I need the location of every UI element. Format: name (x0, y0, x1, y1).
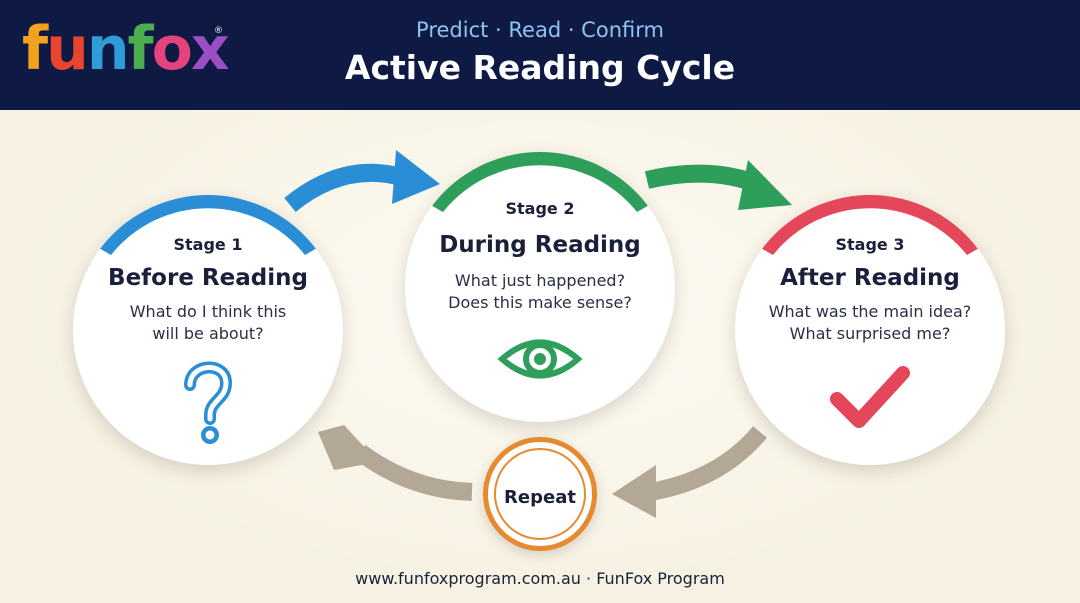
stage-3-card: Stage 3 After Reading What was the main … (735, 195, 1005, 465)
footer-credit: www.funfoxprogram.com.au · FunFox Progra… (355, 569, 725, 588)
arrow-stage1-to-stage2 (284, 163, 408, 213)
arrowhead-stage1-to-stage2 (392, 150, 440, 204)
registered-mark: ® (214, 26, 223, 36)
stage-3-question-line-2: What surprised me? (789, 324, 951, 343)
repeat-inner-ring (494, 448, 586, 540)
stage-1-title: Before Reading (108, 265, 308, 291)
logo-letter: n (86, 14, 130, 84)
logo-letter: o (151, 14, 193, 84)
arrow-stage3-to-repeat (648, 426, 767, 501)
stage-2-cap (429, 152, 651, 212)
header-banner: funfox ® Predict · Read · Confirm Active… (0, 0, 1080, 110)
stage-3-question-line-1: What was the main idea? (768, 302, 972, 321)
checkmark-icon (830, 366, 910, 428)
logo-letter: f (127, 14, 154, 84)
page-title: Active Reading Cycle (344, 48, 736, 87)
repeat-badge: Repeat (483, 437, 597, 551)
stage-3-label: Stage 3 (835, 235, 905, 254)
arrowhead-stage2-to-stage3 (738, 160, 792, 210)
stage-1-question-line-2: will be about? (152, 324, 264, 343)
stage-2-title: During Reading (439, 232, 641, 258)
arrowhead-stage3-to-repeat (612, 465, 656, 518)
stage-3-title: After Reading (780, 265, 960, 291)
repeat-label: Repeat (504, 487, 576, 508)
arrow-repeat-to-stage1 (354, 444, 473, 501)
stage-2-question-line-2: Does this make sense? (448, 293, 632, 312)
question-mark-icon (184, 361, 233, 444)
logo-letter: u (46, 14, 89, 84)
logo-letter: x (190, 14, 230, 84)
stage-1-card: Stage 1 Before Reading What do I think t… (73, 195, 343, 465)
funfox-logo[interactable]: funfox (22, 14, 230, 84)
stage-1-label: Stage 1 (173, 235, 243, 254)
stage-1-cap (97, 195, 319, 255)
stage-2-label: Stage 2 (505, 199, 575, 218)
arrowhead-repeat-to-stage1 (318, 425, 378, 470)
stage-1-question-line-1: What do I think this (129, 302, 287, 321)
stage-2-card: Stage 2 During Reading What just happene… (405, 152, 675, 422)
stage-2-question-line-1: What just happened? (454, 271, 626, 290)
logo-letter: f (22, 14, 48, 84)
page-subtitle: Predict · Read · Confirm (416, 18, 664, 42)
eye-icon (498, 339, 582, 379)
stage-3-cap (759, 195, 981, 255)
